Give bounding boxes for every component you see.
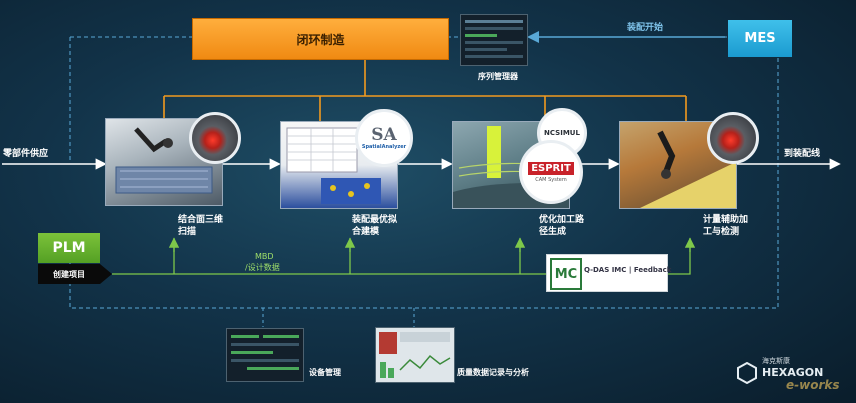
spreadsheet-illustration [286, 127, 381, 204]
closed-loop-label: 闭环制造 [296, 32, 345, 47]
mbd-label-line1: MBD [255, 252, 274, 261]
step-scan-image [105, 118, 223, 206]
mes-label: MES [744, 31, 776, 46]
sequence-manager-label: 序列管理器 [478, 72, 518, 81]
esprit-logo-sub: CAM System [535, 176, 567, 183]
qdas-feedback-box: MC Q-DAS IMC | Feedback [546, 254, 672, 292]
hexagon-mark-icon [737, 362, 757, 384]
sa-logo-text: SpatialAnalyzer [361, 144, 407, 150]
quality-chart-illustration [379, 332, 451, 378]
inspection-scanner-icon [707, 112, 759, 164]
mbd-label-line2: /设计数据 [245, 263, 280, 272]
orange-bus [163, 58, 687, 121]
quality-data-label: 质量数据记录与分析 [457, 368, 529, 377]
step-2-label-line1: 装配最优拟 [352, 215, 398, 225]
scanning-robot-illustration [115, 127, 213, 194]
eworks-watermark: e-works [786, 378, 840, 392]
equipment-management-screenshot [226, 328, 304, 382]
plm-box: PLM [38, 233, 100, 263]
to-assembly-line-label: 到装配线 [784, 149, 821, 159]
laser-scanner-icon [189, 112, 241, 164]
qdas-logo-text: Q-DAS IMC | Feedback [584, 266, 672, 274]
quality-data-screenshot [375, 327, 455, 383]
ncsimul-logo-text: NCSIMUL [544, 129, 580, 137]
mes-box: MES [728, 20, 792, 57]
esprit-logo: ESPRIT CAM System [519, 140, 583, 204]
esprit-logo-text: ESPRIT [528, 161, 574, 175]
hexagon-brand-logo: 海克斯康 HEXAGON e-works [736, 356, 846, 396]
step-4-label-line2: 工与检测 [703, 227, 740, 237]
plm-label: PLM [52, 240, 86, 256]
parts-supply-label: 零部件供应 [3, 149, 49, 159]
assembly-start-label: 装配开始 [627, 23, 664, 33]
sequence-manager-screenshot [460, 14, 528, 66]
spatial-analyzer-logo: SA SpatialAnalyzer [355, 109, 413, 167]
plm-arrow-icon [100, 264, 112, 284]
step-4-label-line1: 计量辅助加 [703, 215, 749, 225]
qdas-logo-mark: MC [550, 258, 582, 290]
step-3-label-line2: 径生成 [539, 227, 567, 237]
robot-machining-illustration [640, 130, 736, 208]
green-bus [112, 238, 691, 275]
sa-logo-mark: SA [371, 125, 397, 145]
create-project-box: 创建项目 [38, 264, 100, 284]
step-3-label-line1: 优化加工路 [539, 215, 585, 225]
step-1-label-line2: 扫描 [178, 227, 197, 237]
hexagon-brand-cn: 海克斯康 [762, 357, 790, 365]
create-project-label: 创建项目 [53, 269, 85, 279]
equipment-management-label: 设备管理 [309, 368, 341, 377]
step-1-label-line1: 结合面三维 [178, 215, 224, 225]
step-2-label-line2: 合建模 [352, 227, 380, 237]
closed-loop-manufacturing-box: 闭环制造 [192, 18, 449, 60]
hexagon-brand-name: HEXAGON [762, 366, 824, 379]
